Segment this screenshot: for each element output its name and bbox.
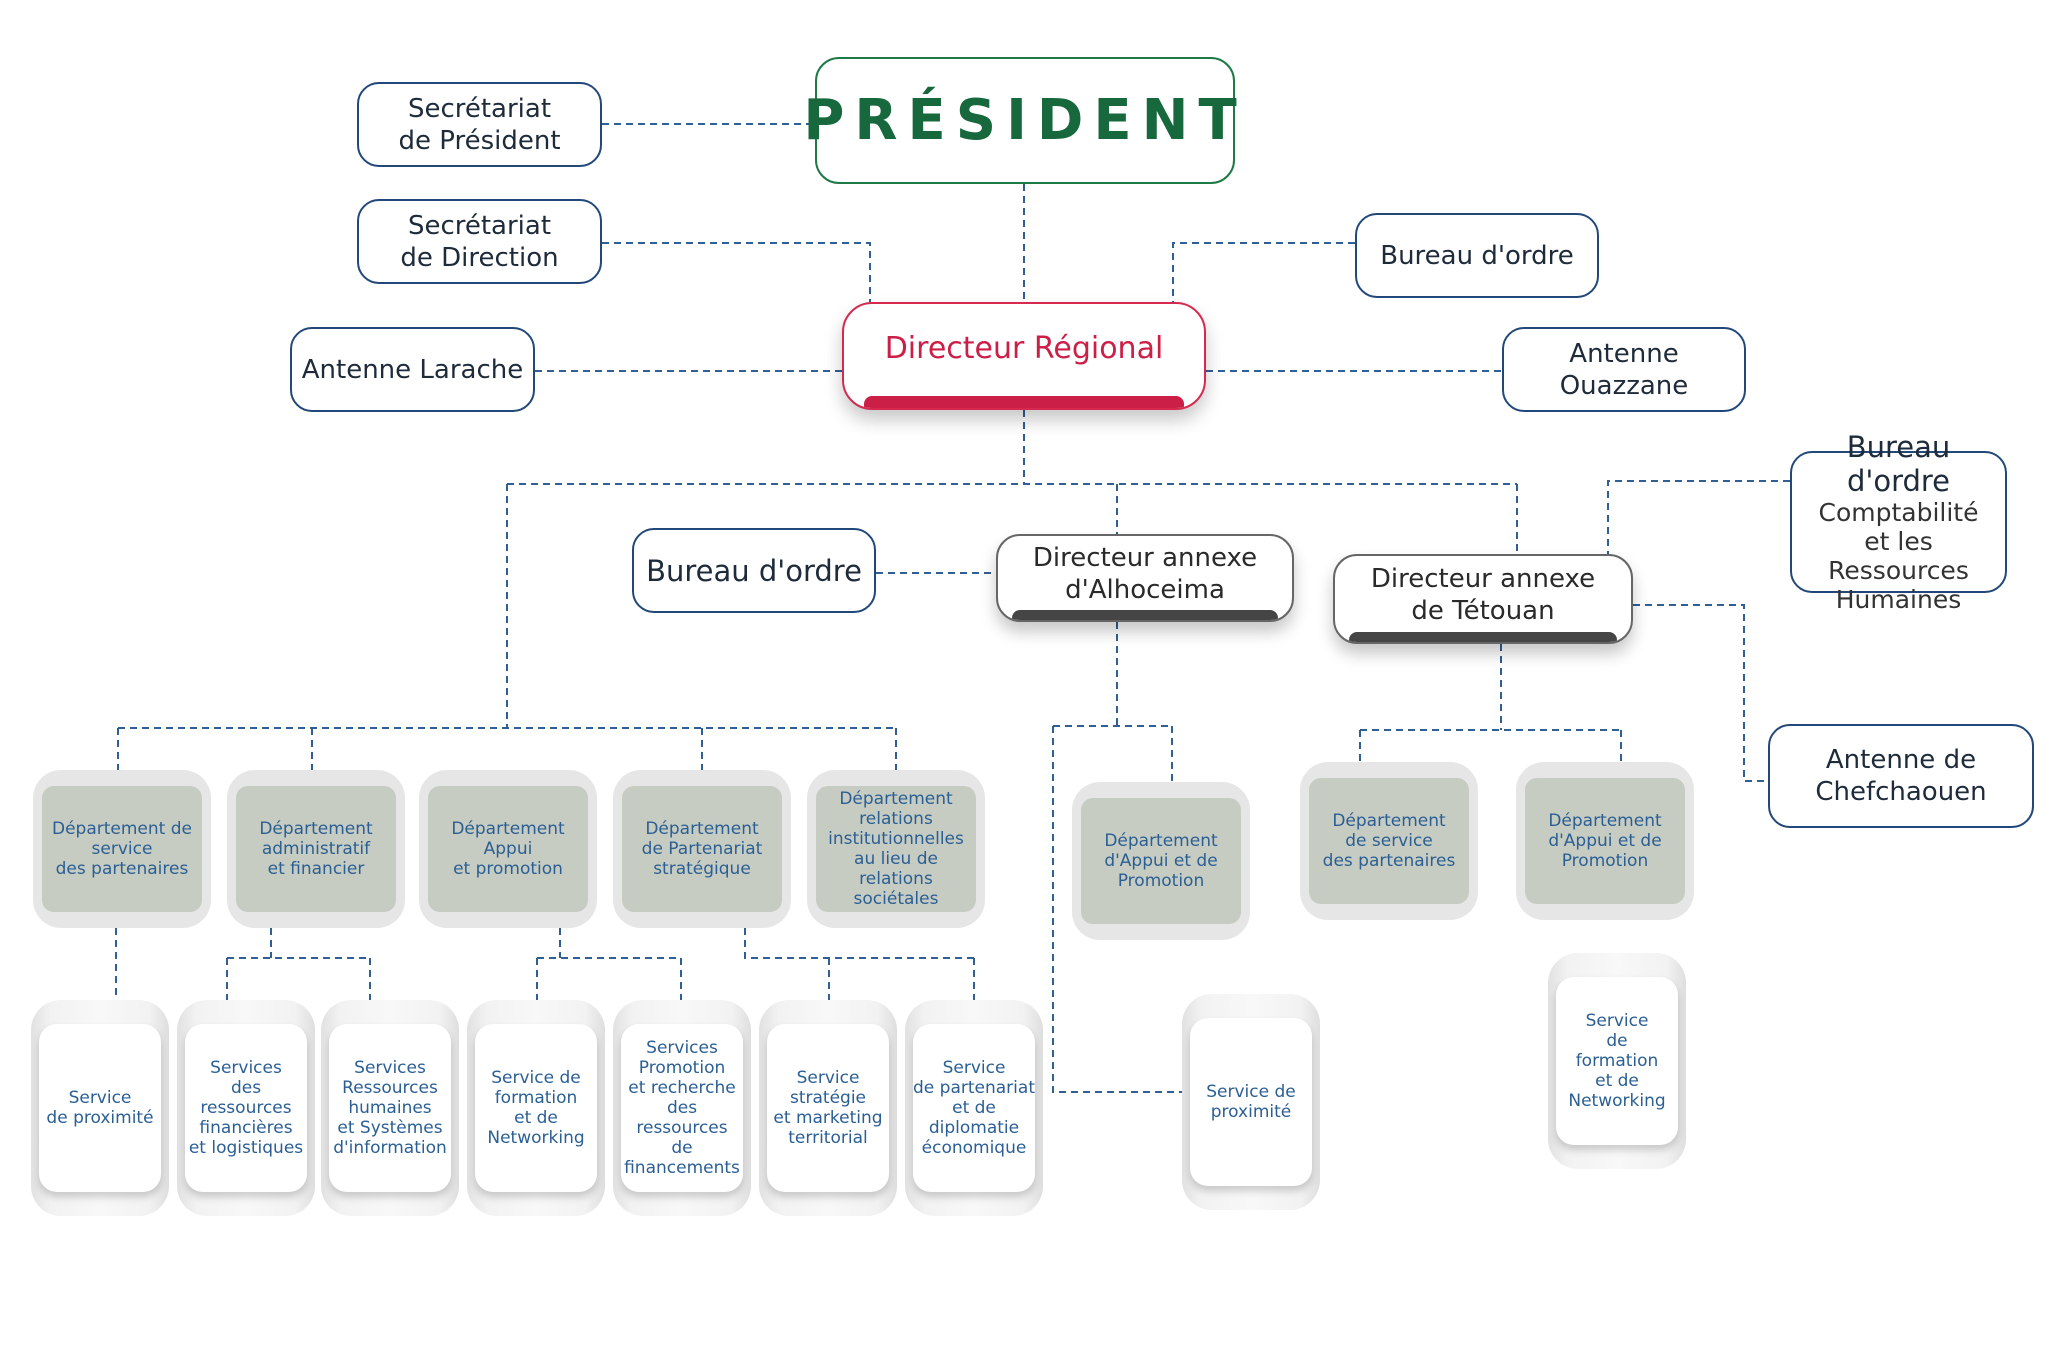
service-box: Services Promotion et recherche des ress… (613, 1000, 751, 1216)
department-label: Département de Partenariat stratégique (622, 786, 782, 912)
directeur-tetouan-box: Directeur annexe de Tétouan (1333, 554, 1633, 644)
bureau-ordre-tetouan-subtitle: Comptabilité et les Ressources Humaines (1818, 498, 1979, 614)
service-box: Service de proximité (31, 1000, 169, 1216)
link-bureau-tetouan (1607, 480, 1790, 554)
secretariat-direction-box: Secrétariat de Direction (357, 199, 602, 284)
service-label: Service de proximité (1190, 1018, 1312, 1186)
bureau-ordre-tetouan-title: Bureau d'ordre (1846, 430, 1951, 498)
service-label: Service de formation et de Networking (1556, 977, 1678, 1145)
directeur-regional-box: Directeur Régional (842, 302, 1206, 410)
department-box: Département d'Appui et de Promotion (1072, 782, 1250, 940)
link-bureau-ordre-top (1172, 242, 1355, 302)
link-secretariat-direction (602, 242, 871, 302)
service-label: Service de formation et de Networking (475, 1024, 597, 1192)
department-box: Département Appui et promotion (419, 770, 597, 928)
department-box: Département administratif et financier (227, 770, 405, 928)
service-box: Service de formation et de Networking (1548, 953, 1686, 1169)
bureau-ordre-alhoceima-box: Bureau d'ordre (632, 528, 876, 613)
service-label: Service de partenariat et de diplomatie … (913, 1024, 1035, 1192)
service-box: Service de proximité (1182, 994, 1320, 1210)
service-box: Services des ressources financières et l… (177, 1000, 315, 1216)
secretariat-president-box: Secrétariat de Président (357, 82, 602, 167)
link-svc-2-3 (226, 928, 371, 1000)
link-alhoceima-svc (1052, 726, 1182, 1093)
department-label: Département d'Appui et de Promotion (1525, 778, 1685, 904)
link-svc-6-7 (744, 928, 975, 1000)
service-box: Service de partenariat et de diplomatie … (905, 1000, 1043, 1216)
bureau-ordre-tetouan-box: Bureau d'ordre Comptabilité et les Resso… (1790, 430, 2007, 614)
president-box: PRÉSIDENT (803, 57, 1237, 184)
department-label: Département de service des partenaires (42, 786, 202, 912)
service-label: Service stratégie et marketing territori… (767, 1024, 889, 1192)
link-svc-4-5 (536, 928, 682, 1000)
service-box: Service de formation et de Networking (467, 1000, 605, 1216)
department-label: Département relations institutionnelles … (816, 786, 976, 912)
service-label: Services Promotion et recherche des ress… (621, 1024, 743, 1192)
bureau-ordre-top-box: Bureau d'ordre (1355, 213, 1599, 298)
department-label: Département administratif et financier (236, 786, 396, 912)
department-label: Département d'Appui et de Promotion (1081, 798, 1241, 924)
link-chefchaouen (1633, 604, 1768, 782)
service-label: Services des ressources financières et l… (185, 1024, 307, 1192)
antenne-chefchaouen-box: Antenne de Chefchaouen (1768, 724, 2034, 828)
department-label: Département Appui et promotion (428, 786, 588, 912)
directeur-alhoceima-box: Directeur annexe d'Alhoceima (996, 534, 1294, 622)
department-box: Département de service des partenaires (1300, 762, 1478, 920)
service-label: Service de proximité (39, 1024, 161, 1192)
department-box: Département d'Appui et de Promotion (1516, 762, 1694, 920)
department-box: Département de service des partenaires (33, 770, 211, 928)
department-box: Département relations institutionnelles … (807, 770, 985, 928)
service-box: Service stratégie et marketing territori… (759, 1000, 897, 1216)
antenne-larache-box: Antenne Larache (290, 327, 535, 412)
service-box: Services Ressources humaines et Systèmes… (321, 1000, 459, 1216)
department-box: Département de Partenariat stratégique (613, 770, 791, 928)
service-label: Services Ressources humaines et Systèmes… (329, 1024, 451, 1192)
antenne-ouazzane-box: Antenne Ouazzane (1502, 327, 1746, 412)
department-label: Département de service des partenaires (1309, 778, 1469, 904)
